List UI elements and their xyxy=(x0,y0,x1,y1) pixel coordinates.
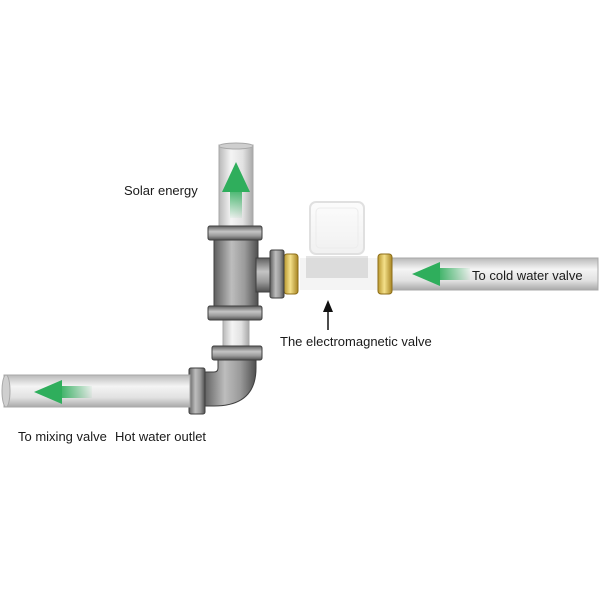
tee-lower-pipe xyxy=(222,317,250,351)
mixing-valve-label: To mixing valve xyxy=(18,429,107,444)
solar-energy-label: Solar energy xyxy=(124,183,198,198)
brass-ring-right xyxy=(377,253,393,295)
brass-ring-left xyxy=(283,253,299,295)
electromagnetic-valve-label: The electromagnetic valve xyxy=(280,334,432,349)
solar-pipe-top xyxy=(218,142,254,150)
cold-water-flow-arrow-icon xyxy=(412,262,470,286)
elbow-fitting xyxy=(188,345,263,415)
mixing-pipe-end xyxy=(1,374,11,408)
valve-pointer-arrow-icon xyxy=(323,300,333,330)
valve-pipe-section xyxy=(300,258,382,290)
mixing-flow-arrow-icon xyxy=(34,380,92,404)
mixing-pipe xyxy=(3,374,191,408)
cold-water-valve-label: To cold water valve xyxy=(472,268,583,283)
tee-fitting xyxy=(207,225,285,321)
electromagnetic-valve-icon xyxy=(306,201,368,278)
hot-water-outlet-label: Hot water outlet xyxy=(115,429,207,444)
solar-flow-arrow-icon xyxy=(222,162,250,218)
